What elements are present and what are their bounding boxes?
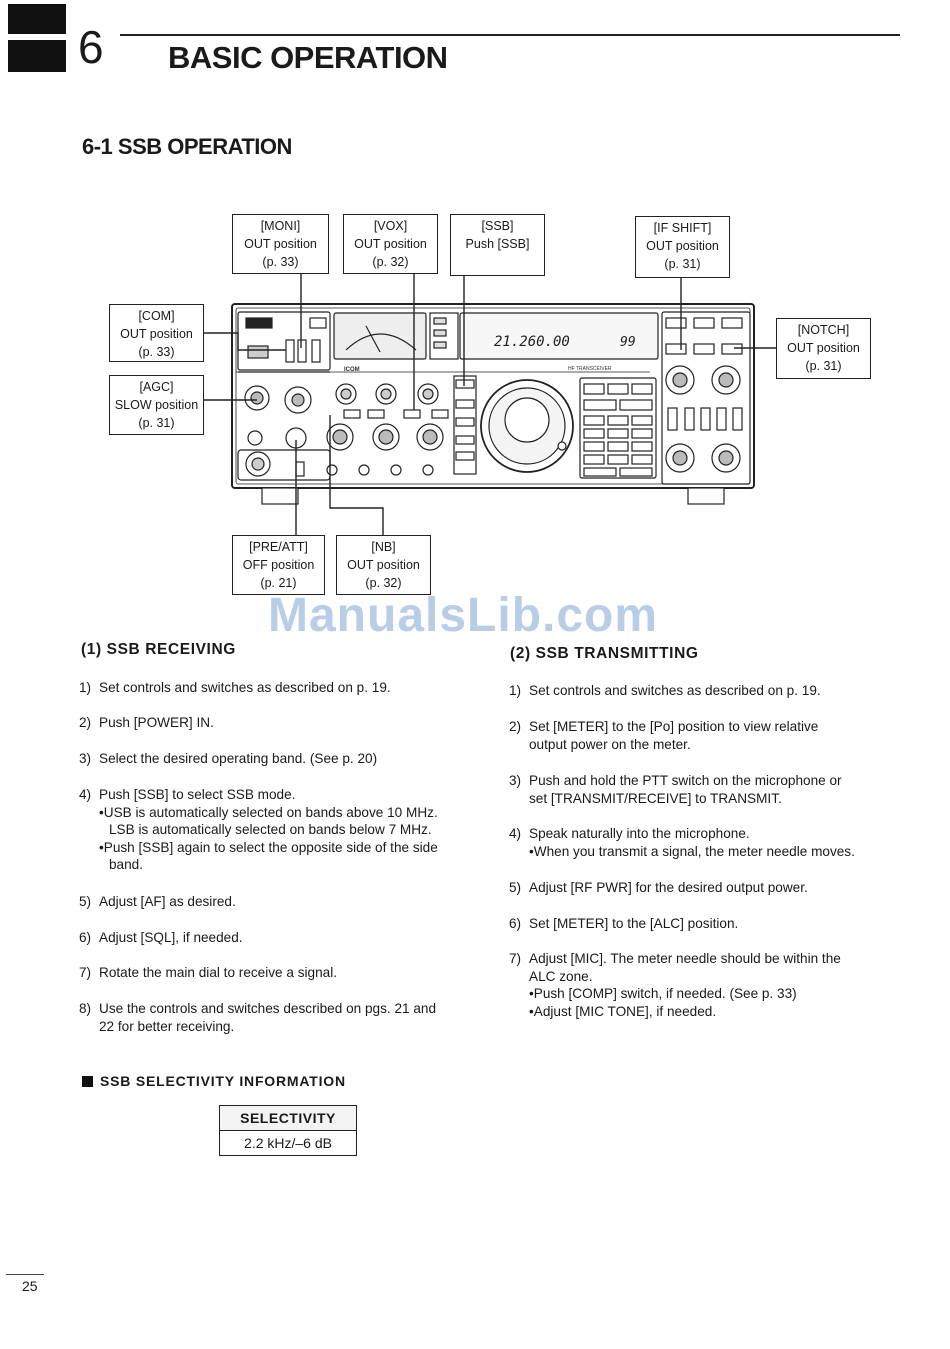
rx-step-8: 8)Use the controls and switches describe… <box>79 1001 437 1034</box>
rx-step-4-bullet-1b: LSB is automatically selected on bands b… <box>109 822 432 837</box>
callout-agc-page: (p. 31) <box>138 416 175 430</box>
callout-pre-att-position: OFF position <box>242 558 315 572</box>
callout-nb-page: (p. 32) <box>365 576 402 590</box>
callout-moni-position: OUT position <box>244 237 317 251</box>
callout-agc: [AGC] SLOW position (p. 31) <box>109 375 204 435</box>
callout-vox-page: (p. 32) <box>372 255 409 269</box>
callout-if-shift-position: OUT position <box>646 239 719 253</box>
square-bullet-icon <box>82 1076 93 1087</box>
tx-step-3: 3)Push and hold the PTT switch on the mi… <box>509 773 842 806</box>
rx-step-4-bullet-2b: band. <box>109 857 144 872</box>
radio-front-panel-illustration: 21.260.00 99 HF TRANSCEIVER ICOM <box>204 274 776 535</box>
callout-nb-position: OUT position <box>347 558 420 572</box>
rx-step-5: 5)Adjust [AF] as desired. <box>79 894 236 909</box>
callout-notch-page: (p. 31) <box>805 359 842 373</box>
rx-step-4: 4)Push [SSB] to select SSB mode. •USB is… <box>79 786 489 874</box>
callout-ssb: [SSB] Push [SSB] <box>450 214 545 276</box>
tx-step-4: 4)Speak naturally into the microphone. •… <box>509 825 904 860</box>
selectivity-table-value: 2.2 kHz/–6 dB <box>219 1130 357 1156</box>
callout-com-page: (p. 33) <box>138 345 175 359</box>
tx-step-7: 7)Adjust [MIC]. The meter needle should … <box>509 950 904 1020</box>
rx-step-4-bullet-2: •Push [SSB] again to select the opposite… <box>99 839 438 855</box>
tx-step-7-bullet-1: •Push [COMP] switch, if needed. (See p. … <box>529 986 797 1001</box>
brand-label: ICOM <box>344 367 360 373</box>
tx-step-5: 5)Adjust [RF PWR] for the desired output… <box>509 880 808 895</box>
callout-pre-att-page: (p. 21) <box>260 576 297 590</box>
callout-agc-title: [AGC] <box>139 380 174 394</box>
callout-com: [COM] OUT position (p. 33) <box>109 304 204 362</box>
header-rule <box>120 34 900 36</box>
watermark: ManualsLib.com <box>268 589 659 642</box>
callout-if-shift-page: (p. 31) <box>664 257 701 271</box>
callout-ssb-action: Push [SSB] <box>465 237 530 251</box>
section-title: 6-1 SSB OPERATION <box>82 134 292 159</box>
power-switch <box>245 317 273 329</box>
tx-step-2: 2)Set [METER] to the [Po] position to vi… <box>509 719 819 752</box>
callout-pre-att: [PRE/ATT] OFF position (p. 21) <box>232 535 325 595</box>
rx-step-6: 6)Adjust [SQL], if needed. <box>79 930 243 945</box>
selectivity-heading: SSB SELECTIVITY INFORMATION <box>82 1073 346 1089</box>
callout-vox-position: OUT position <box>354 237 427 251</box>
rx-step-7: 7)Rotate the main dial to receive a sign… <box>79 965 338 980</box>
page-number: 25 <box>22 1278 38 1294</box>
selectivity-table-header: SELECTIVITY <box>219 1105 357 1131</box>
tx-step-7-bullet-2: •Adjust [MIC TONE], if needed. <box>529 1003 717 1019</box>
tx-step-6: 6)Set [METER] to the [ALC] position. <box>509 916 739 931</box>
chapter-title: BASIC OPERATION <box>168 40 448 75</box>
rx-step-4-bullet-1: •USB is automatically selected on bands … <box>99 804 438 820</box>
callout-nb-title: [NB] <box>371 540 396 554</box>
chapter-number: 6 <box>78 21 104 73</box>
com-leader <box>204 332 286 351</box>
callout-nb: [NB] OUT position (p. 32) <box>336 535 431 595</box>
model-label: HF TRANSCEIVER <box>568 366 612 372</box>
transmitting-heading: (2) SSB TRANSMITTING <box>510 645 699 662</box>
callout-com-position: OUT position <box>120 327 193 341</box>
callout-ssb-title: [SSB] <box>481 219 514 233</box>
nb-leader <box>329 415 384 535</box>
selectivity-table: SELECTIVITY 2.2 kHz/–6 dB <box>219 1105 357 1156</box>
callout-com-title: [COM] <box>138 309 175 323</box>
rx-step-3: 3)Select the desired operating band. (Se… <box>79 751 378 766</box>
callout-moni: [MONI] OUT position (p. 33) <box>232 214 329 274</box>
callout-agc-position: SLOW position <box>114 398 199 412</box>
callout-pre-att-title: [PRE/ATT] <box>249 540 308 554</box>
tx-step-4-bullet-1: •When you transmit a signal, the meter n… <box>529 843 855 859</box>
chapter-tab-bottom <box>8 40 66 72</box>
callout-vox-title: [VOX] <box>373 219 408 233</box>
callout-moni-page: (p. 33) <box>262 255 299 269</box>
chapter-tab-top <box>8 4 66 34</box>
callout-notch-title: [NOTCH] <box>797 323 850 337</box>
frequency-readout: 21.260.00 <box>494 334 570 350</box>
callout-vox: [VOX] OUT position (p. 32) <box>343 214 438 274</box>
tx-step-1: 1)Set controls and switches as described… <box>509 683 821 698</box>
callout-moni-title: [MONI] <box>260 219 301 233</box>
channel-readout: 99 <box>620 335 636 350</box>
callout-if-shift: [IF SHIFT] OUT position (p. 31) <box>635 216 730 278</box>
rx-step-1: 1)Set controls and switches as described… <box>79 680 391 695</box>
rx-step-2: 2)Push [POWER] IN. <box>79 715 214 730</box>
callout-notch: [NOTCH] OUT position (p. 31) <box>776 318 871 379</box>
receiving-heading: (1) SSB RECEIVING <box>81 641 236 658</box>
page-number-rule <box>6 1274 44 1275</box>
callout-notch-position: OUT position <box>787 341 860 355</box>
callout-if-shift-title: [IF SHIFT] <box>653 221 712 235</box>
